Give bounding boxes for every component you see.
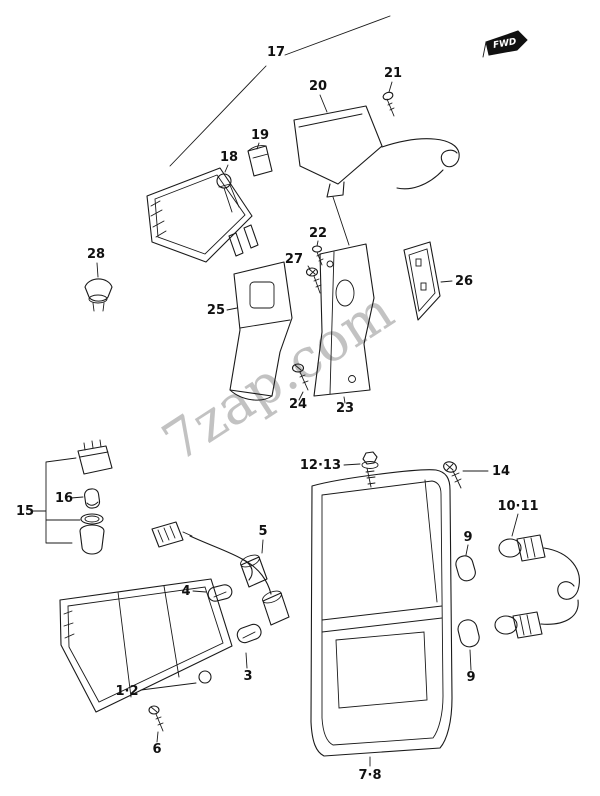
- screw-21: [382, 91, 395, 117]
- callout-15: 15: [16, 504, 34, 519]
- callout-9-upper: 9: [463, 530, 472, 545]
- lens-cup-15: [79, 524, 105, 555]
- front-lamp-lens-1-2: [59, 578, 233, 713]
- callout-5: 5: [258, 524, 267, 539]
- callout-25: 25: [207, 303, 225, 318]
- screw-22: [311, 245, 324, 266]
- plate-26: [403, 241, 441, 321]
- screw-27: [305, 267, 322, 294]
- callouts: 17 21 20 19 18 28 22 27 25 26 23 24 15 1…: [16, 45, 539, 783]
- connector-15: [77, 439, 113, 475]
- callout-28: 28: [87, 247, 105, 262]
- watermark: 7zap.com: [151, 279, 404, 474]
- callout-18: 18: [220, 150, 238, 165]
- bulb-assembly-15: [31, 439, 113, 555]
- callout-23: 23: [336, 401, 354, 416]
- o-ring-15: [80, 513, 104, 525]
- callout-9-lower: 9: [466, 670, 475, 685]
- grommet-28: [84, 278, 113, 312]
- svg-text:FWD: FWD: [492, 37, 517, 51]
- pad-9-upper: [455, 555, 476, 582]
- lamp-housing-20: [293, 105, 460, 198]
- top-lamp-assembly: [146, 15, 460, 263]
- callout-12-13: 12·13: [300, 458, 341, 473]
- callout-22: 22: [309, 226, 327, 241]
- pad-9-lower: [457, 619, 480, 648]
- callout-21: 21: [384, 66, 402, 81]
- socket-5b: [262, 590, 290, 626]
- bracket-group: [84, 196, 453, 404]
- callout-4: 4: [181, 584, 190, 599]
- screw-14: [443, 461, 462, 489]
- callout-7-8: 7·8: [358, 768, 381, 783]
- callout-19: 19: [251, 128, 269, 143]
- callout-14: 14: [492, 464, 510, 479]
- callout-26: 26: [455, 274, 473, 289]
- fwd-flag-icon: FWD: [482, 30, 528, 58]
- rear-combination-lens-7-8: [310, 469, 453, 757]
- bulb-4: [207, 584, 233, 602]
- socket-10-11-upper: [498, 534, 580, 600]
- bulb-socket-19: [247, 145, 273, 177]
- callout-10-11: 10·11: [497, 499, 538, 514]
- callout-27: 27: [285, 252, 303, 267]
- screw-6: [148, 705, 164, 732]
- screw-24: [291, 363, 309, 391]
- socket-10-11-lower: [494, 599, 579, 639]
- bolt-12-13: [361, 451, 379, 488]
- bulb-16: [84, 488, 101, 509]
- callout-17: 17: [267, 45, 285, 60]
- callout-6: 6: [152, 742, 161, 757]
- callout-24: 24: [289, 397, 307, 412]
- callout-16: 16: [55, 491, 73, 506]
- bracket-23: [313, 243, 375, 397]
- bracket-25: [229, 261, 293, 401]
- callout-1-2: 1·2: [115, 684, 138, 699]
- wiring-harness-5: [151, 521, 290, 626]
- socket-5a: [240, 554, 268, 588]
- callout-3: 3: [243, 669, 252, 684]
- callout-20: 20: [309, 79, 327, 94]
- bulb-3: [236, 623, 262, 644]
- lamp-lens-17: [146, 167, 259, 263]
